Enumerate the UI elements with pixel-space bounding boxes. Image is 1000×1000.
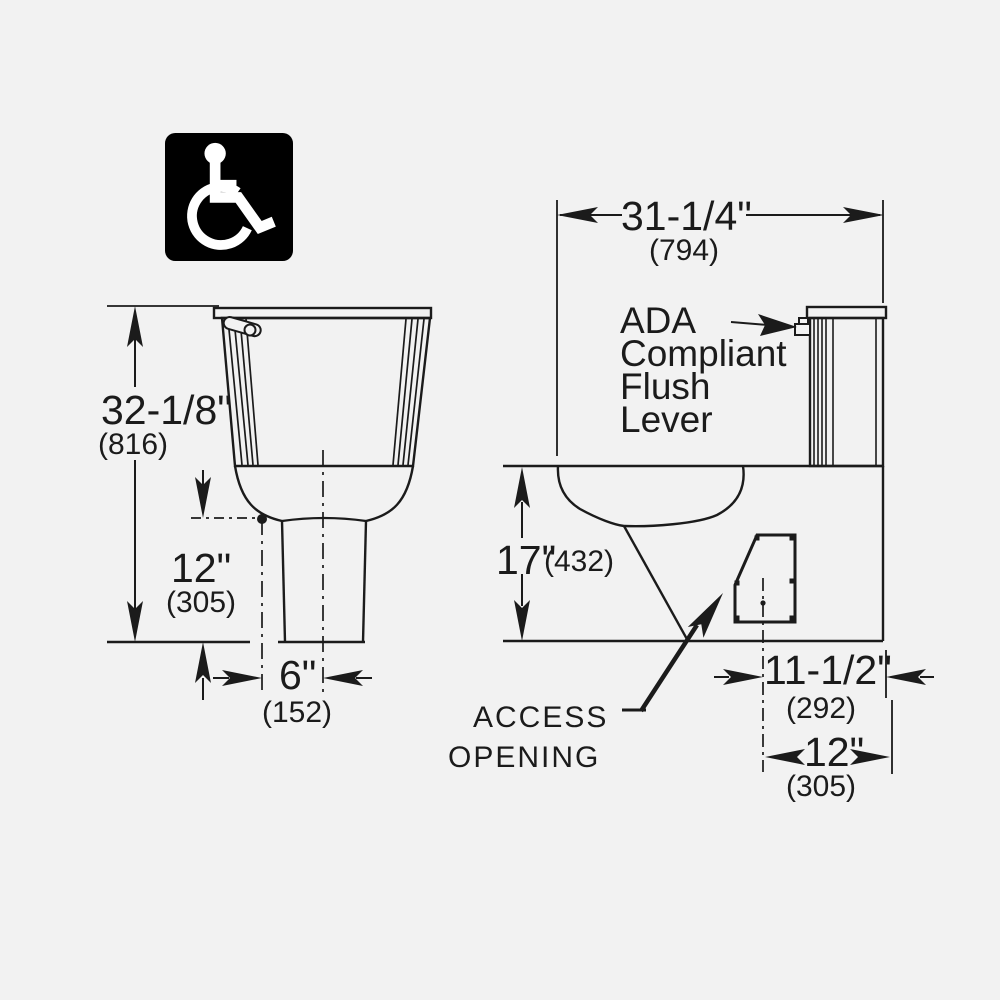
front-offset-metric-label: (152) <box>262 696 333 729</box>
side-depth-dimension-label: 31-1/4" <box>621 193 752 239</box>
side-depth-metric-label: (794) <box>649 234 720 267</box>
ada-note-line-3: Flush <box>620 366 711 407</box>
front-view-drawing <box>107 306 433 697</box>
front-tank-lid <box>212 306 433 320</box>
side-bowl-back <box>623 465 745 528</box>
side-seat-height-dimension-label: 17" <box>496 537 557 583</box>
side-flush-lever <box>794 317 811 336</box>
ada-note-line-4: Lever <box>620 399 713 440</box>
access-opening-note-line-2: OPENING <box>448 741 601 774</box>
side-trap-edge <box>622 525 690 642</box>
ada-note-line-1: ADA <box>620 300 697 341</box>
access-opening-corner-marks <box>734 535 795 621</box>
side-bowl-front <box>556 465 625 528</box>
front-rough-in-dimension-label: 12" <box>171 545 232 591</box>
side-tank-lid <box>805 305 888 320</box>
side-rough-in-metric-label: (305) <box>786 770 857 803</box>
front-tank-contours <box>227 318 425 466</box>
front-height-dimension-label: 32-1/8" <box>101 387 232 433</box>
side-seat-height-metric-label: (432) <box>544 545 615 578</box>
access-opening-outline <box>733 533 797 624</box>
wheelchair-accessibility-icon <box>165 133 293 261</box>
side-tank-contours <box>813 318 877 466</box>
side-rough-in-dimension-label: 12" <box>804 729 865 775</box>
ada-flush-lever-note: ADA Compliant Flush Lever <box>620 300 787 440</box>
side-access-width-metric-label: (292) <box>786 692 857 725</box>
icon-head <box>204 142 226 165</box>
front-height-metric-label: (816) <box>98 428 169 461</box>
front-pedestal-top <box>281 516 367 523</box>
front-offset-dimension-label: 6" <box>279 652 317 698</box>
access-opening-note-line-1: ACCESS <box>473 701 609 734</box>
front-pedestal-right <box>361 520 368 643</box>
front-pedestal-left <box>280 520 287 643</box>
side-tank-body <box>808 316 885 468</box>
side-view-dimensions <box>514 200 934 774</box>
front-flush-lever <box>222 316 262 338</box>
front-rough-in-metric-label: (305) <box>166 586 237 619</box>
front-datum-dot <box>257 514 267 524</box>
front-bowl-right-curve <box>365 465 415 523</box>
icon-wheel <box>187 182 252 250</box>
ada-note-line-2: Compliant <box>620 333 787 374</box>
side-view-drawing <box>503 305 888 772</box>
access-opening-center-dot <box>760 600 766 606</box>
front-bowl-left-curve <box>233 465 283 523</box>
side-access-width-dimension-label: 11-1/2" <box>764 647 892 693</box>
front-view-dimensions <box>107 305 372 700</box>
